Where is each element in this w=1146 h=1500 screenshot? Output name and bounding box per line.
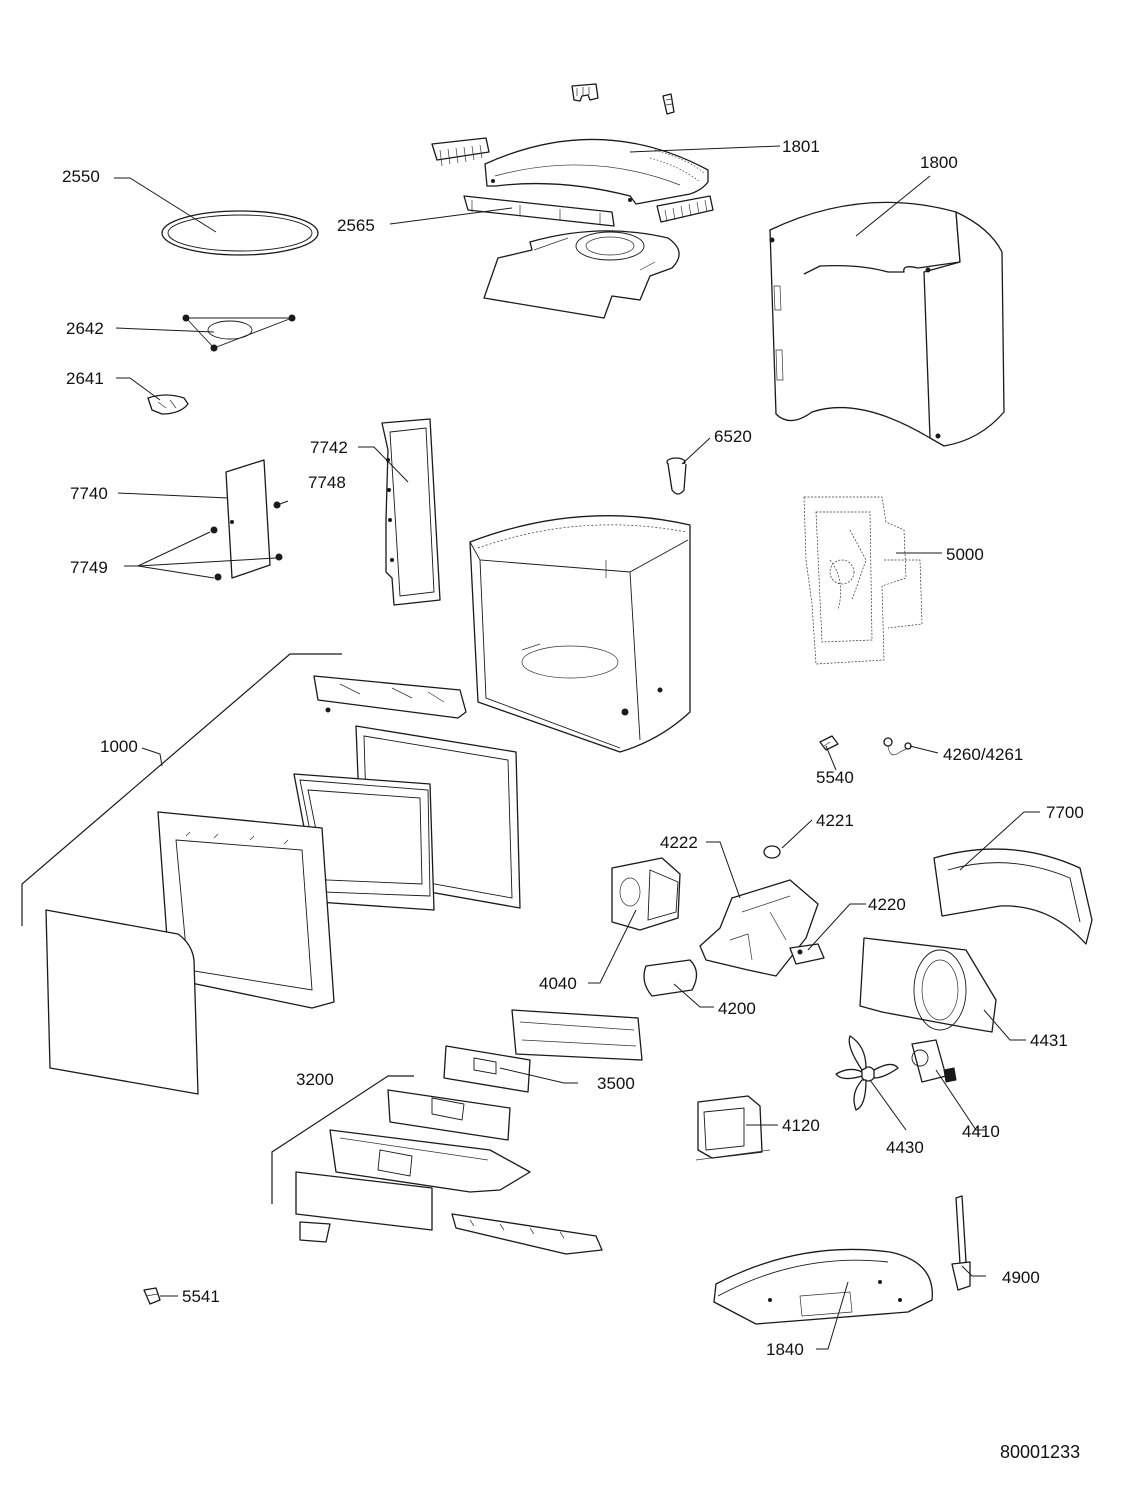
part-4260-4261-thermostat (883, 737, 912, 756)
callout-1800: 1800 (920, 153, 958, 172)
part-1000-door-choke (313, 675, 467, 719)
callout-7700: 7700 (1046, 803, 1084, 822)
callout-5541: 5541 (182, 1287, 220, 1306)
part-2641-coupler (147, 394, 189, 415)
part-4200-capacitor (643, 959, 698, 997)
callout-labels: 1801 1800 2550 2565 2642 2641 7742 7748 … (62, 137, 1084, 1359)
part-4431-fan-housing (859, 937, 997, 1033)
document-number: 80001233 (1000, 1442, 1080, 1462)
part-4430-fan-blade (835, 1035, 899, 1111)
part-4120-transformer (695, 1095, 771, 1161)
part-4900-thermal-fuse (951, 1195, 971, 1291)
part-7742-panel (381, 418, 441, 606)
part-7749-screws (210, 526, 283, 581)
callout-1000: 1000 (100, 737, 138, 756)
part-3200-label (299, 1221, 331, 1243)
callout-7749: 7749 (70, 558, 108, 577)
callout-1801: 1801 (782, 137, 820, 156)
callout-4220: 4220 (868, 895, 906, 914)
callout-7742: 7742 (310, 438, 348, 457)
part-1800-outer-wrapper (769, 201, 1005, 447)
callout-5000: 5000 (946, 545, 984, 564)
callout-3500: 3500 (597, 1074, 635, 1093)
callout-2642: 2642 (66, 319, 104, 338)
part-7700-air-guide (933, 848, 1093, 945)
clip-part-top-right (662, 93, 675, 115)
part-7740-plate (225, 459, 271, 579)
main-cavity-chassis (469, 515, 691, 753)
callout-2565: 2565 (337, 216, 375, 235)
part-1801-top-cover (484, 138, 709, 205)
callout-2550: 2550 (62, 167, 100, 186)
callout-4221: 4221 (816, 811, 854, 830)
part-3200-shield-plate (387, 1089, 511, 1141)
callout-7748: 7748 (308, 473, 346, 492)
callout-7740: 7740 (70, 484, 108, 503)
callout-4120: 4120 (782, 1116, 820, 1135)
part-3200-base-trim (451, 1213, 603, 1255)
part-1840-base-plate (713, 1248, 933, 1325)
part-2550-glass-tray (161, 210, 319, 256)
part-4040-capacitor (611, 857, 681, 931)
callout-6520: 6520 (714, 427, 752, 446)
vent-strip-left (431, 137, 490, 167)
top-plate-assembly (483, 230, 680, 319)
vent-strip-right (656, 195, 714, 223)
callout-4222: 4222 (660, 833, 698, 852)
part-3200-control-housing (329, 1129, 531, 1193)
callout-3200: 3200 (296, 1070, 334, 1089)
part-4221-sensor (763, 845, 781, 859)
part-7748-screw (273, 500, 289, 509)
callout-5540: 5540 (816, 768, 854, 787)
part-4222-bracket (699, 879, 819, 977)
callout-4260-4261: 4260/4261 (943, 745, 1023, 764)
part-2565-front-bracket (463, 195, 615, 227)
part-5541-clip (143, 1287, 161, 1305)
part-5000-wiring-harness (803, 496, 923, 665)
callout-1840: 1840 (766, 1340, 804, 1359)
part-6520-lamp (666, 457, 687, 495)
leader-lines (114, 145, 1040, 1350)
part-3500-pcb (443, 1045, 531, 1093)
callout-4900: 4900 (1002, 1268, 1040, 1287)
part-waveguide-channel (511, 1009, 643, 1061)
callout-4430: 4430 (886, 1138, 924, 1157)
part-1000-door-glass (45, 909, 199, 1095)
callout-4040: 4040 (539, 974, 577, 993)
clip-part-top-left (571, 83, 599, 102)
part-4220-switch (789, 943, 825, 965)
group-bracket-3200 (271, 1075, 414, 1204)
part-5540-switch (819, 735, 839, 751)
group-bracket-1000 (21, 653, 342, 926)
part-4410-fan-motor (911, 1039, 957, 1083)
part-3200-membrane (295, 1171, 433, 1231)
callout-2641: 2641 (66, 369, 104, 388)
part-2642-roller-support (182, 314, 296, 352)
callout-4410: 4410 (962, 1122, 1000, 1141)
callout-4431: 4431 (1030, 1031, 1068, 1050)
callout-4200: 4200 (718, 999, 756, 1018)
